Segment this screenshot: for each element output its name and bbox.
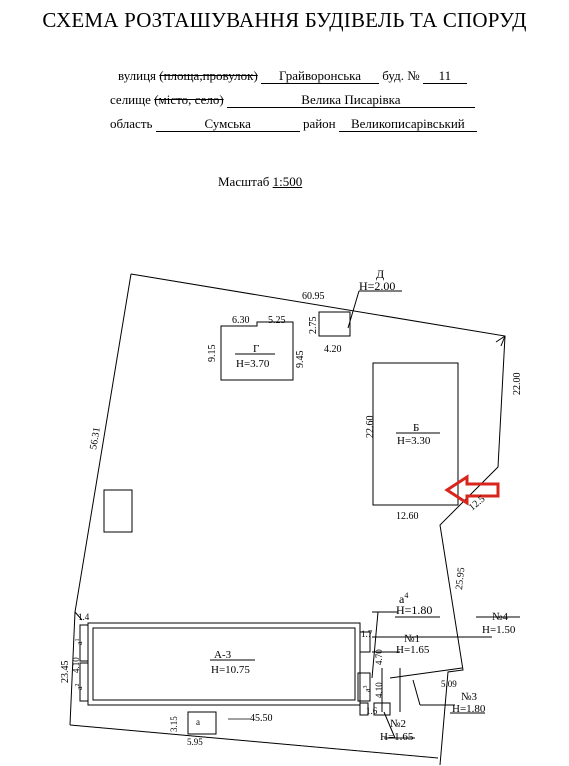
a-dim-left-annex: 4.10 xyxy=(71,657,81,673)
a4-leader xyxy=(371,611,379,679)
page-title: СХЕМА РОЗТАШУВАННЯ БУДІВЕЛЬ ТА СПОРУД xyxy=(42,8,527,32)
annex-a2-letter: а2 xyxy=(75,683,84,690)
tick xyxy=(495,335,506,343)
lot-boundary xyxy=(130,273,506,766)
outbuilding xyxy=(103,489,133,533)
district-value: Великописарівський xyxy=(338,116,477,132)
annex-a1-letter: а1 xyxy=(75,638,84,645)
building-d-height: Н=2.00 xyxy=(359,279,395,293)
n2-height: Н=1.65 xyxy=(380,731,414,743)
building-g-letter: Г xyxy=(253,343,259,355)
settlement-struck-text: (місто, село) xyxy=(154,92,224,107)
building-a-inner xyxy=(92,627,356,701)
annex-a4-letter: а4 xyxy=(399,591,408,606)
lot-dim-east: 22.00 xyxy=(512,373,523,396)
oblast-row: область Сумська район Великописарівський xyxy=(110,116,477,132)
building-g-height: Н=3.70 xyxy=(236,358,270,370)
b-dim-side: 22.60 xyxy=(365,416,376,439)
a-annex-dim-side: 3.15 xyxy=(169,716,179,732)
annex-right-bottom xyxy=(359,702,369,716)
n2-leader xyxy=(383,711,396,739)
annex-right-top xyxy=(359,631,371,653)
street-struck-text: (площа,провулок) xyxy=(159,68,258,83)
building-b xyxy=(372,362,459,506)
street-value: Грайворонська xyxy=(261,68,380,84)
n1-height: Н=1.65 xyxy=(396,644,430,656)
annex-left-top xyxy=(79,624,89,662)
annex-a3-letter: а3 xyxy=(363,685,372,692)
settlement-label: селище xyxy=(110,92,151,107)
building-b-letter: Б xyxy=(413,422,419,434)
n1-label: №1 xyxy=(404,633,420,645)
g-dim-top-left: 6.30 xyxy=(232,315,250,326)
a-dim-bottom: 45.50 xyxy=(250,713,273,724)
annex-a-letter: а xyxy=(196,717,200,727)
fence-n3-leader xyxy=(412,679,421,706)
settlement-row: селище (місто, село) Велика Писарівка xyxy=(110,92,475,108)
building-a-height: Н=10.75 xyxy=(211,664,250,676)
a-dim-right-upper: 4.70 xyxy=(374,649,384,665)
lot-dim-notch: 12.60 xyxy=(396,511,419,522)
tick xyxy=(74,611,83,621)
d-dim-side: 2.75 xyxy=(308,317,319,335)
fence-dim: 5.09 xyxy=(441,679,457,689)
building-g xyxy=(220,321,294,381)
annex-a3 xyxy=(357,672,371,702)
lot-dim-west: 56.31 xyxy=(88,426,103,450)
building-d xyxy=(318,311,351,337)
house-label: буд. № xyxy=(382,68,420,83)
lot-dim-north: 60.95 xyxy=(302,291,325,302)
fence-n3 xyxy=(389,667,463,679)
house-value: 11 xyxy=(422,68,467,84)
n3-label: №3 xyxy=(461,691,477,703)
a-dim-corner-right: 1.7 xyxy=(361,629,373,639)
a-dim-corner-left: 1.4 xyxy=(78,612,90,622)
street-label: вулиця xyxy=(118,68,157,83)
building-a-letter: А-3 xyxy=(214,649,232,661)
n4-height: Н=1.50 xyxy=(482,624,516,636)
tick xyxy=(500,335,506,347)
a-dim-right-bottom: 1.6 xyxy=(366,706,378,716)
oblast-label: область xyxy=(110,116,153,131)
building-d-leader xyxy=(347,290,360,329)
a-annex-dim-bottom: 5.95 xyxy=(187,737,203,747)
d-dim-bottom: 4.20 xyxy=(324,344,342,355)
building-d-letter: Д xyxy=(376,267,384,281)
scale-line: Масштаб 1:500 xyxy=(218,174,302,190)
n3-height: Н=1.80 xyxy=(452,703,486,715)
building-b-height: Н=3.30 xyxy=(397,435,431,447)
settlement-value: Велика Писарівка xyxy=(226,92,475,108)
red-arrow-icon xyxy=(444,474,500,506)
annex-a4-height: Н=1.80 xyxy=(396,603,432,617)
g-dim-right: 9.45 xyxy=(295,351,306,369)
scale-value: 1:500 xyxy=(272,174,303,189)
n2-label: №2 xyxy=(390,718,406,730)
lot-dim-southeast: 25.95 xyxy=(454,567,467,591)
n4-label: №4 xyxy=(492,611,508,623)
g-dim-left: 9.15 xyxy=(207,345,218,363)
district-label: район xyxy=(302,116,336,131)
oblast-value: Сумська xyxy=(155,116,300,132)
a-dim-left: 23.45 xyxy=(60,661,71,684)
scale-label: Масштаб xyxy=(218,174,270,189)
street-row: вулиця (площа,провулок) Грайворонська бу… xyxy=(118,68,467,84)
annex-left-bottom xyxy=(79,662,89,702)
a-dim-right-lower: 4.10 xyxy=(374,682,384,698)
lot-boundary-south xyxy=(69,724,439,759)
g-dim-top-right: 5.25 xyxy=(268,315,286,326)
annex-a xyxy=(187,711,217,735)
